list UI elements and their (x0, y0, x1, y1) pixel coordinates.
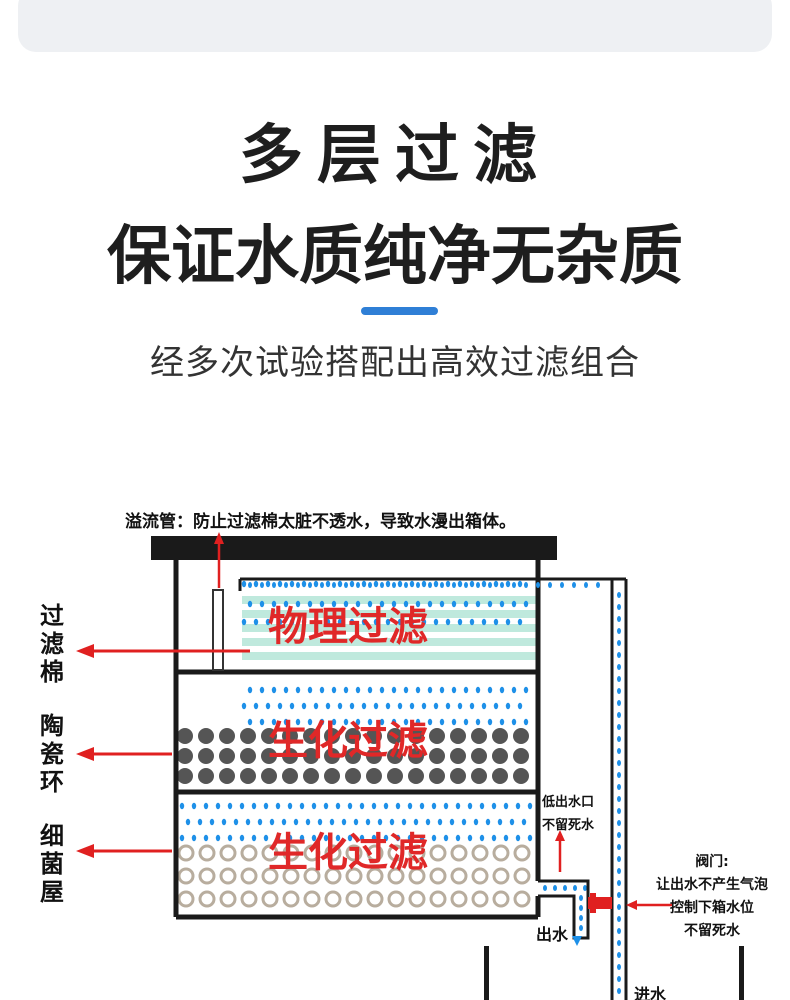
side-label: 过滤棉 (40, 602, 64, 686)
low-outlet-note: 不留死水 (542, 817, 595, 833)
stand-leg-right (739, 946, 744, 1000)
valve-note-3: 不留死水 (684, 922, 741, 939)
stand-leg-left (484, 946, 489, 1000)
valve-title: 阀门: (695, 853, 729, 870)
ceramic-rings (177, 728, 529, 784)
water-drops (179, 580, 533, 842)
page-title: 多层过滤 (239, 119, 551, 193)
page-subtitle: 经多次试验搭配出高效过滤组合 (150, 343, 640, 383)
filter-cotton (242, 596, 536, 660)
layer-name: 生化过滤 (268, 718, 428, 764)
overflow-pipe (212, 589, 224, 671)
tank-lid (151, 536, 557, 560)
tank-body (173, 560, 541, 920)
valve-note-2: 控制下箱水位 (670, 899, 754, 916)
side-arrows (90, 649, 250, 853)
pipe-water-drops (248, 582, 621, 994)
overflow-note: 溢流管：防止过滤棉太脏不透水，导致水漫出箱体。 (125, 511, 516, 532)
inlet-label: 进水 (634, 985, 667, 1000)
page-headline: 保证水质纯净无杂质 (107, 220, 683, 294)
top-card (18, 0, 772, 52)
side-label: 细菌屋 (40, 822, 64, 906)
title-divider (361, 307, 438, 315)
low-outlet-label: 低出水口 (541, 794, 594, 810)
outlet-label: 出水 (536, 925, 569, 944)
layer-name: 生化过滤 (268, 830, 428, 876)
layer-name: 物理过滤 (268, 604, 428, 650)
return-pipe (238, 577, 628, 1000)
side-label: 陶瓷环 (40, 712, 64, 796)
valve-note-1: 让出水不产生气泡 (656, 876, 768, 893)
bacteria-house-rings (177, 844, 531, 908)
